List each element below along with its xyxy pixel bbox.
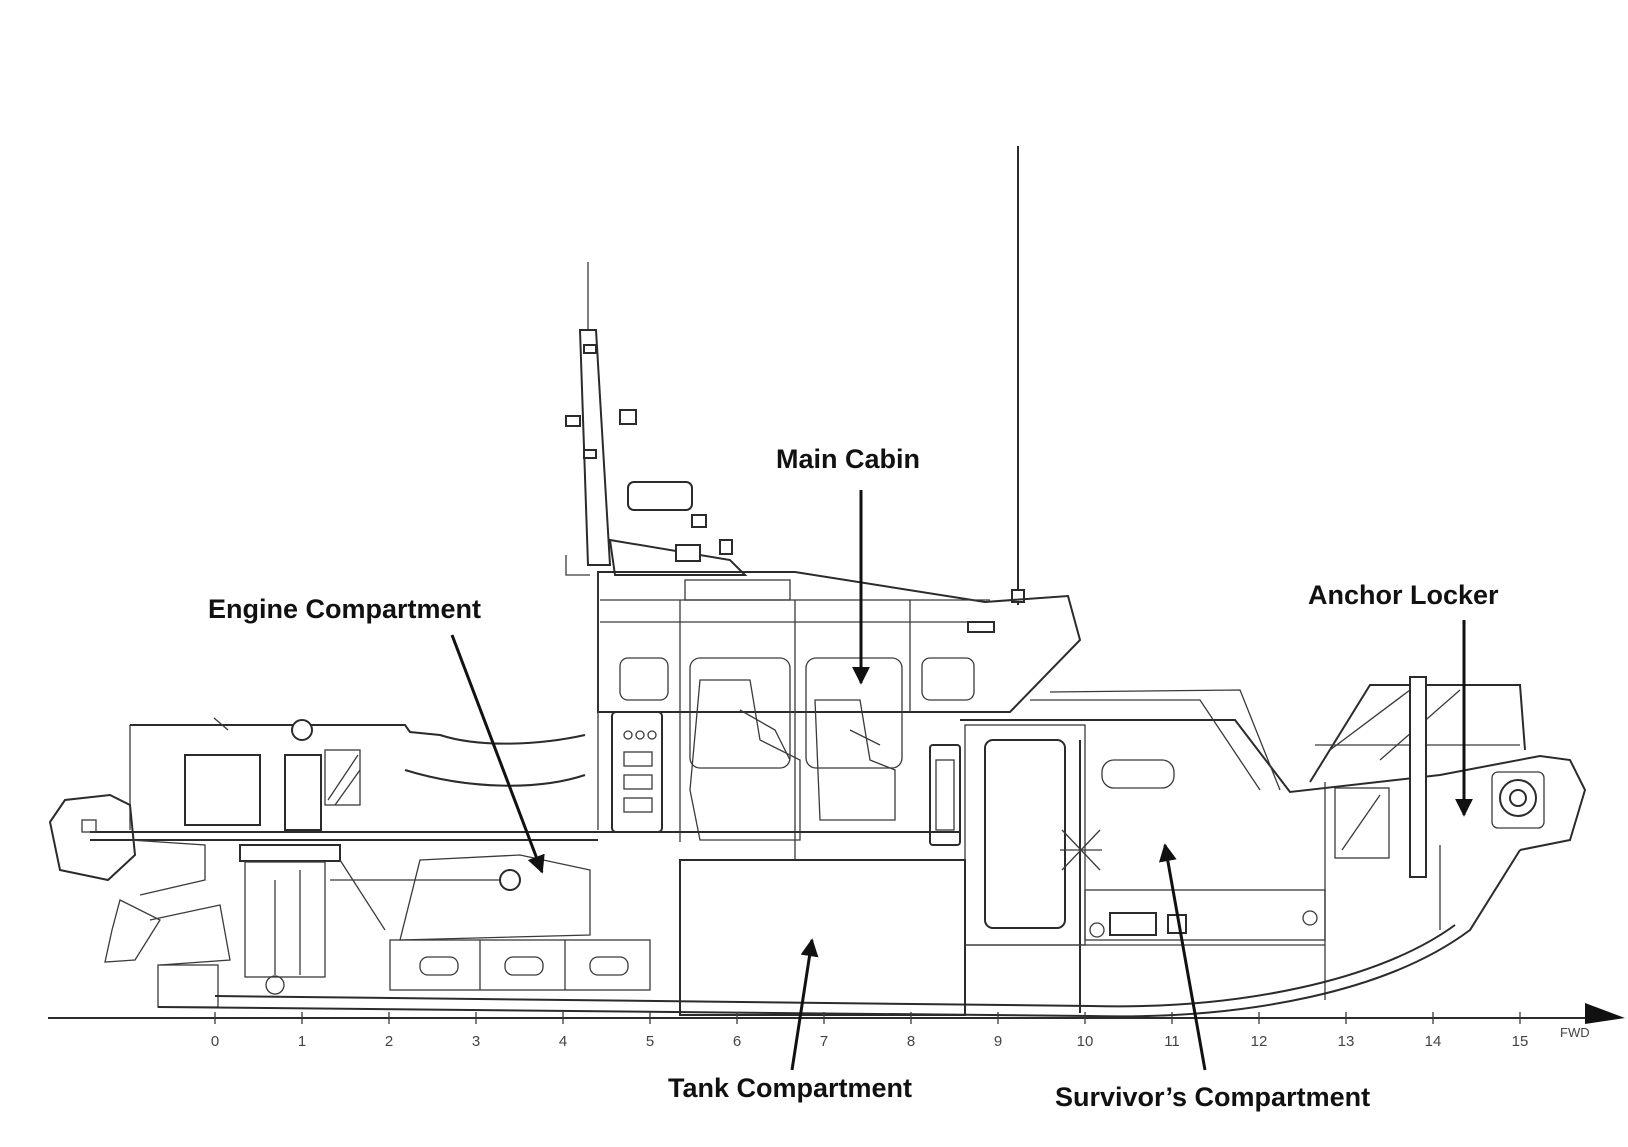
tank-compartment-arrow [790, 938, 819, 1071]
station-tick-label: 1 [298, 1033, 306, 1050]
callout-arrows [450, 490, 1473, 1071]
survivors-compartment-arrow [1158, 843, 1207, 1071]
station-tick-label: 14 [1425, 1033, 1442, 1050]
hull-outline [157, 845, 1521, 1018]
station-tick-label: 11 [1164, 1033, 1180, 1050]
forward-structure [960, 676, 1587, 890]
survivor-area [929, 724, 1326, 1013]
tank-box [679, 859, 966, 1016]
station-tick-label: 3 [472, 1033, 480, 1050]
station-tick-label: 15 [1512, 1033, 1529, 1050]
radar-mast [565, 262, 748, 576]
tank-compartment-label: Tank Compartment [668, 1073, 912, 1103]
station-tick-label: 5 [646, 1033, 654, 1050]
station-tick-label: 7 [820, 1033, 828, 1050]
station-tick-label: 2 [385, 1033, 393, 1050]
anchor-locker-label: Anchor Locker [1308, 580, 1499, 610]
station-tick-label: 13 [1338, 1033, 1355, 1050]
fwd-arrowhead [1585, 1003, 1625, 1024]
cabin-structure [597, 571, 1082, 868]
engine-compartment-arrow [450, 634, 545, 874]
station-tick-label: 0 [211, 1033, 219, 1050]
fwd-label: FWD [1560, 1025, 1590, 1040]
station-tick-label: 4 [559, 1033, 567, 1050]
whip-antenna [1011, 146, 1025, 605]
main-cabin-label: Main Cabin [776, 444, 920, 474]
engine-compartment-label: Engine Compartment [208, 594, 481, 624]
station-tick-label: 12 [1251, 1033, 1268, 1050]
survivors-compartment-label: Survivor’s Compartment [1055, 1082, 1370, 1112]
station-tick-label: 8 [907, 1033, 915, 1050]
station-tick-label: 6 [733, 1033, 741, 1050]
station-tick-label: 10 [1077, 1033, 1094, 1050]
station-tick-label: 9 [994, 1033, 1002, 1050]
